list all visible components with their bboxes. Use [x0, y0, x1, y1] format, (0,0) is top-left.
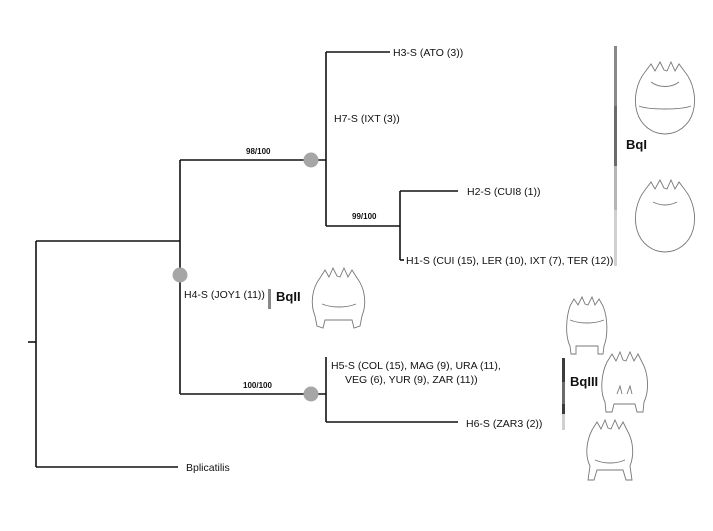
lorica-drawing-bqii: [311, 266, 366, 329]
lorica-drawing-bqi-bottom: [634, 178, 696, 253]
taxon-label-h3: H3-S (ATO (3)): [393, 47, 463, 59]
node-markers: [172, 152, 319, 402]
clade-label-bqiii: BqIII: [570, 374, 598, 389]
taxon-label-h6: H6-S (ZAR3 (2)): [466, 418, 542, 430]
node-marker-bqi: [303, 152, 319, 168]
ingroup-branches: [179, 159, 326, 395]
clade-label-bqii: BqII: [276, 289, 301, 304]
clade-bar-bqii: [268, 289, 271, 309]
taxon-label-h5-line2: VEG (6), YUR (9), ZAR (11)): [345, 374, 478, 386]
support-label-h2-h1: 99/100: [352, 212, 377, 221]
root-branches: [28, 240, 180, 468]
node-marker-bqiii: [303, 386, 319, 402]
support-label-bqi: 98/100: [246, 147, 271, 156]
bqi-branches: [325, 51, 458, 261]
taxon-label-h2: H2-S (CUI8 (1)): [467, 186, 541, 198]
taxon-label-h5-line1: H5-S (COL (15), MAG (9), URA (11),: [331, 360, 501, 372]
clade-bar-bqiii: [562, 358, 565, 430]
taxon-label-h1: H1-S (CUI (15), LER (10), IXT (7), TER (…: [406, 255, 613, 267]
clade-label-bqi: BqI: [626, 137, 647, 152]
clade-bar-bqi: [614, 46, 617, 266]
taxon-label-outgroup: Bplicatilis: [186, 462, 230, 474]
taxon-label-h4: H4-S (JOY1 (11)): [184, 289, 265, 301]
lorica-drawing-bqiii-2: [601, 350, 648, 413]
lorica-drawing-bqiii-1: [566, 295, 608, 355]
node-marker-ingroup: [172, 267, 188, 283]
lorica-drawing-bqiii-3: [586, 418, 634, 481]
bqiii-branches: [325, 357, 458, 423]
taxon-label-h7: H7-S (IXT (3)): [334, 113, 400, 125]
support-label-bqiii: 100/100: [243, 381, 272, 390]
lorica-drawing-bqi-top: [634, 60, 696, 135]
